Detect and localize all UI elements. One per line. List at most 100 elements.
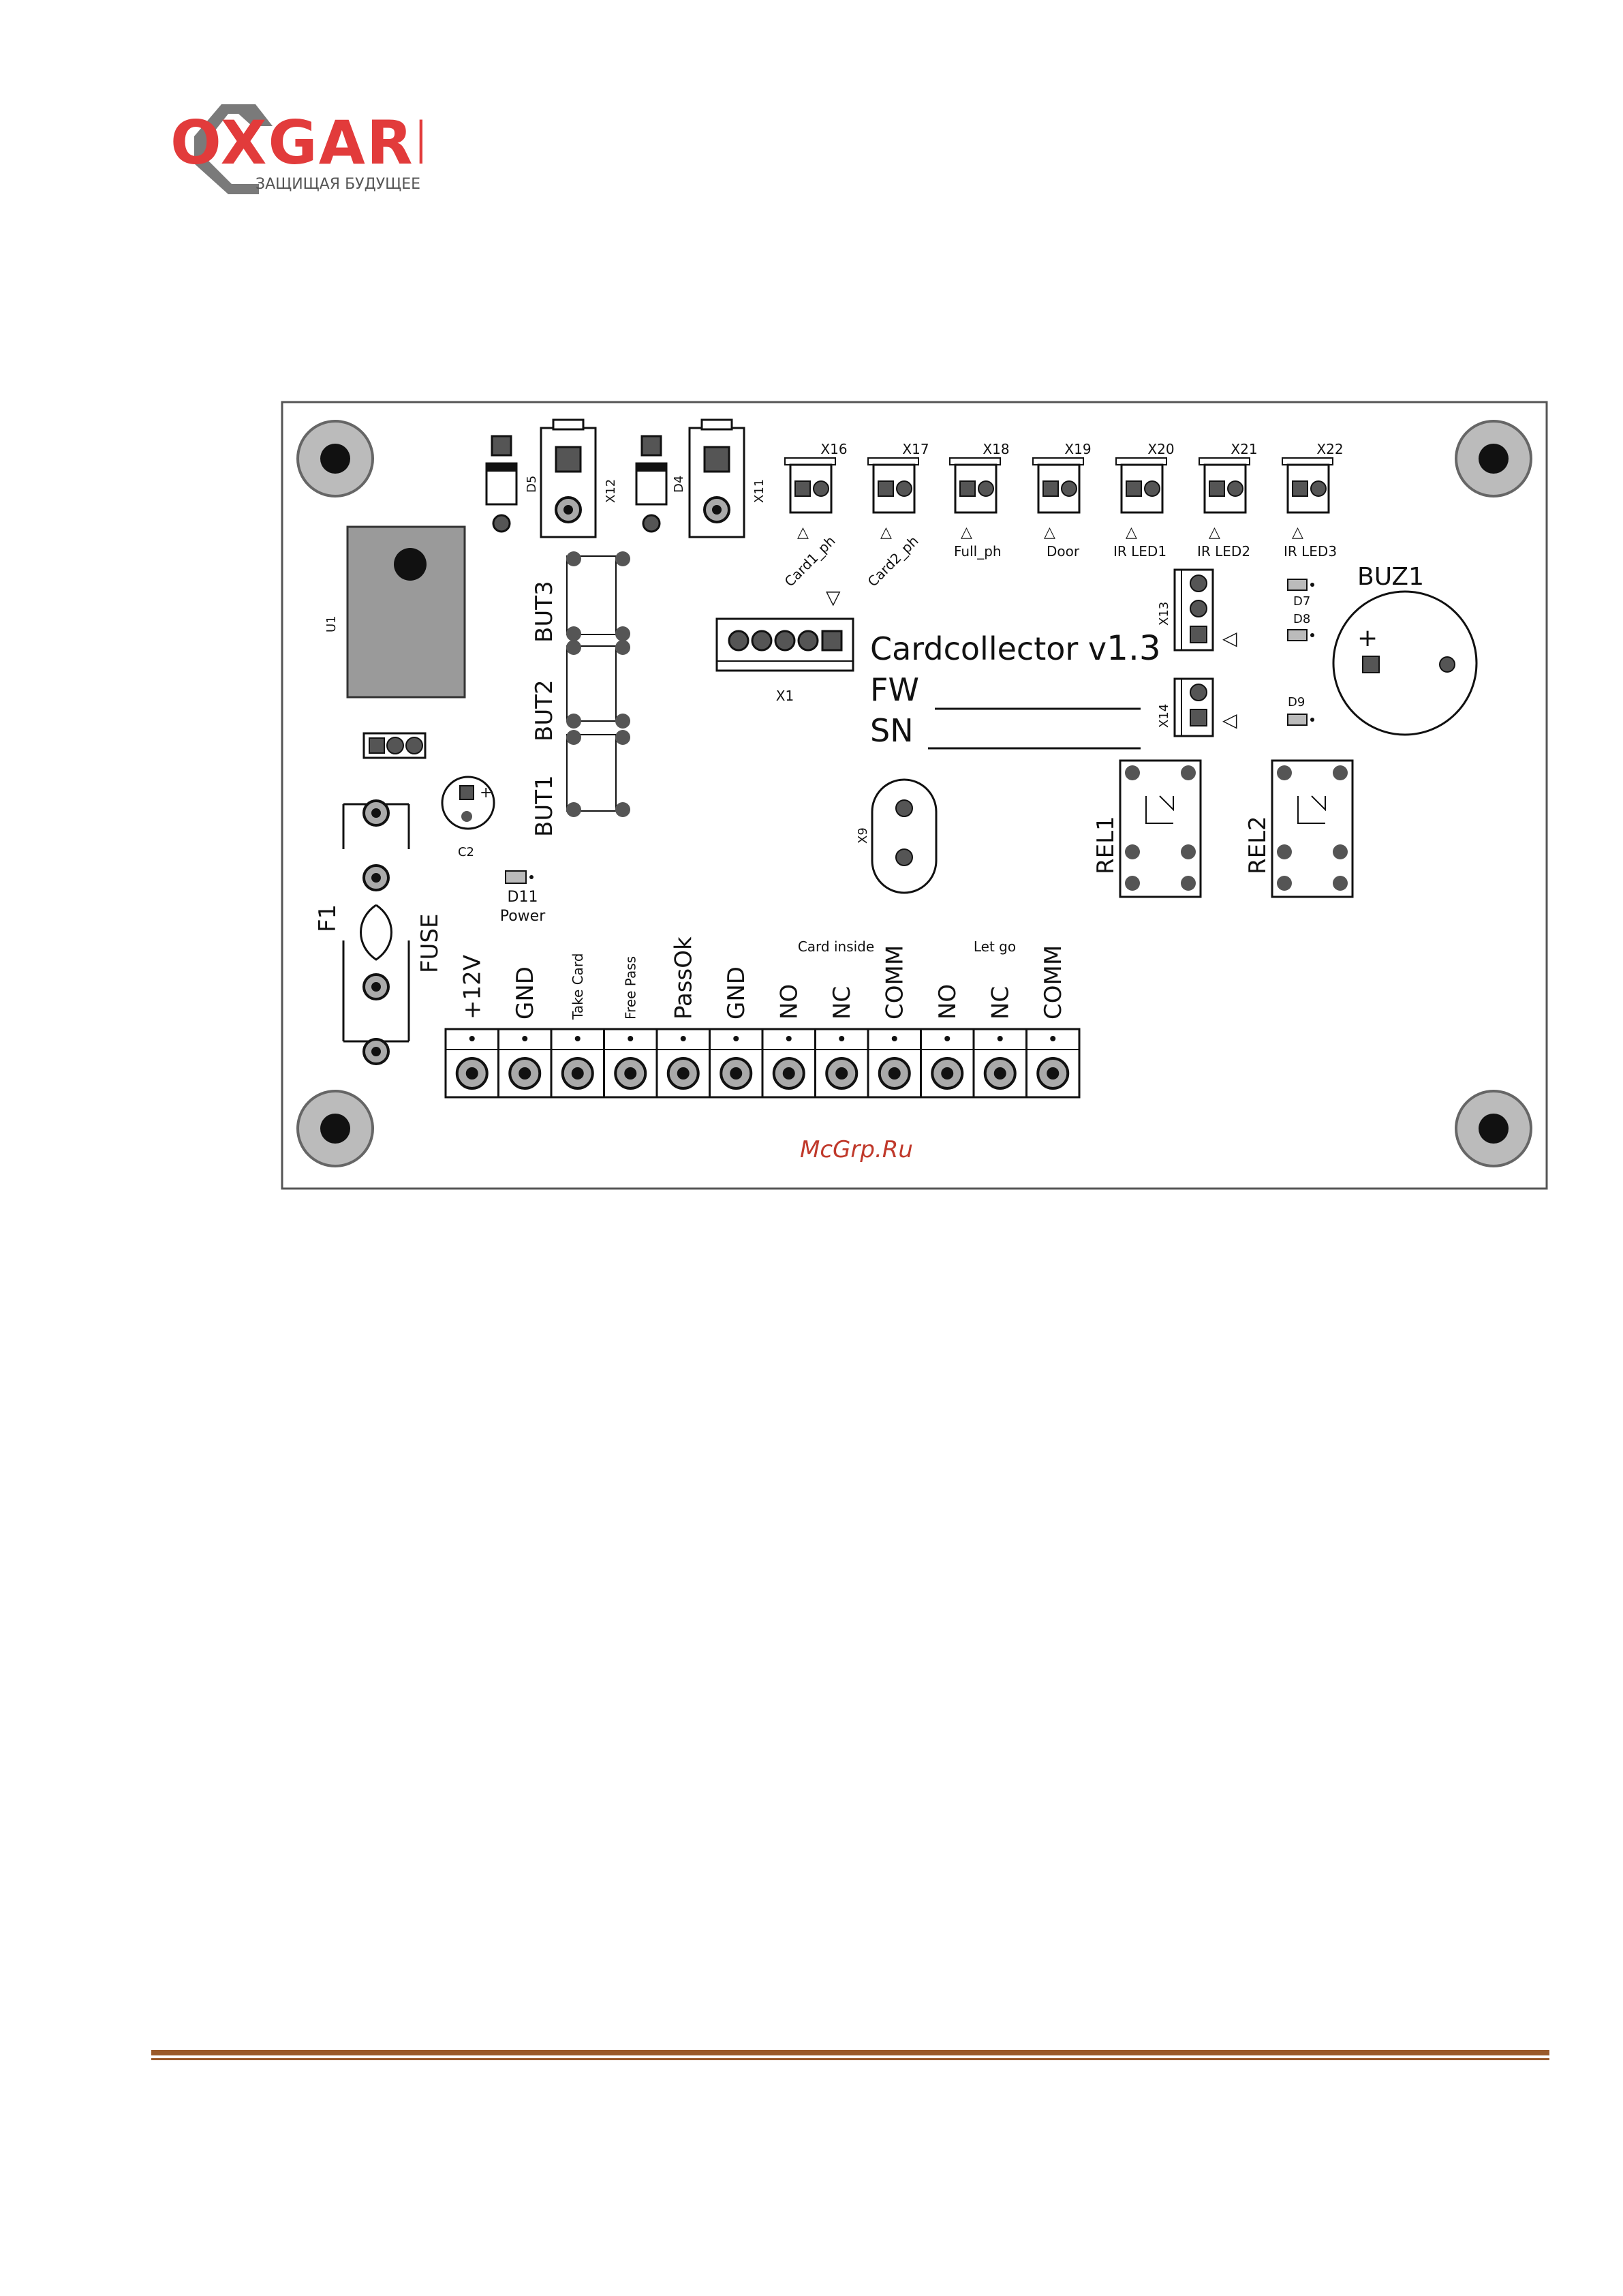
x22-id: X22 <box>1316 441 1343 457</box>
power-label: Power <box>500 908 546 925</box>
logo-hexagon-shape <box>194 104 273 194</box>
watermark-text: McGrp.Ru <box>800 1136 913 1163</box>
rel2-label: REL2 <box>1244 816 1271 874</box>
mounting-hole-top-left <box>296 420 374 498</box>
u1-label: U1 <box>324 615 339 632</box>
x14-label: X14 <box>1157 704 1171 728</box>
diode-d4: D4 <box>635 435 686 533</box>
x21-id: X21 <box>1231 441 1257 457</box>
buzzer-buz1: BUZ1 + <box>1332 563 1478 736</box>
fuse-label: FUSE <box>416 913 444 973</box>
x19-label: Door <box>1047 543 1080 560</box>
terminal-block: PassOk <box>655 936 711 1099</box>
board-version: 1.3 <box>1107 628 1161 668</box>
d11-label: D11 <box>508 889 538 906</box>
terminal-label: NC <box>987 986 1015 1020</box>
f1-label: F1 <box>314 904 341 932</box>
button-but2: BUT2 <box>531 640 630 741</box>
fuse-f1: F1 FUSE <box>314 799 444 1065</box>
sn-label: SN <box>870 712 914 749</box>
x16-id: X16 <box>820 441 847 457</box>
terminal-block: GND <box>497 966 553 1099</box>
terminal-label: PassOk <box>670 936 698 1020</box>
d8-label: D8 <box>1293 612 1310 626</box>
mounting-hole-bottom-left <box>296 1090 374 1167</box>
svg-text:△: △ <box>961 524 972 541</box>
connector-x20: X20 △ IR LED1 <box>1113 441 1175 560</box>
mounting-hole-top-right <box>1455 420 1532 498</box>
footer-rule-thin <box>151 2058 1549 2060</box>
x13-label: X13 <box>1157 602 1171 626</box>
rel1-label: REL1 <box>1092 816 1119 874</box>
d7-label: D7 <box>1293 594 1310 609</box>
terminal-block: Take Card <box>550 953 605 1099</box>
footer-rule-thick <box>151 2050 1549 2055</box>
but2-label: BUT2 <box>531 679 558 741</box>
connector-x1: ▽ X1 <box>715 586 854 704</box>
terminal-block: GND <box>709 966 764 1099</box>
footer-rule <box>151 2050 1549 2060</box>
three-pin-header <box>362 732 427 759</box>
x11-label: X11 <box>752 479 767 503</box>
board-title: Cardcollector v1.3 <box>870 628 1161 668</box>
mounting-hole-bottom-right <box>1455 1090 1532 1167</box>
terminal-label: GND <box>723 966 750 1020</box>
terminal-block: +12V <box>444 955 499 1099</box>
terminal-block: NC <box>814 986 869 1099</box>
connector-x18: X18 △ Full_ph <box>949 441 1010 560</box>
svg-text:△: △ <box>1292 524 1303 541</box>
svg-text:△: △ <box>1209 524 1220 541</box>
c2-label: C2 <box>458 845 474 859</box>
led-d7: D7 <box>1287 579 1314 609</box>
fw-label: FW <box>870 671 919 708</box>
but1-label: BUT1 <box>531 775 558 837</box>
terminal-label: COMM <box>1040 945 1067 1020</box>
d5-label: D5 <box>525 476 539 493</box>
terminal-block: COMM <box>1025 945 1081 1099</box>
terminal-label: NO <box>934 984 961 1020</box>
x20-id: X20 <box>1147 441 1174 457</box>
terminal-block: NO <box>920 984 975 1099</box>
svg-text:◁: ◁ <box>1222 627 1237 649</box>
terminal-block: Free Pass <box>603 956 658 1099</box>
logo-tagline: ЗАЩИЩАЯ БУДУЩЕЕ <box>256 176 420 193</box>
crystal-x9: X9 <box>856 778 938 894</box>
terminal-strip: +12V GND Take Card Free Pass PassOk GND NO NC CO… <box>444 936 1081 1099</box>
connector-x12: X12 <box>540 418 618 538</box>
terminal-label: GND <box>512 966 539 1020</box>
x18-id: X18 <box>983 441 1009 457</box>
button-but3: BUT3 <box>531 551 630 643</box>
connector-x19: X19 △ Door <box>1032 441 1092 560</box>
svg-text:△: △ <box>1126 524 1137 541</box>
connector-x22: X22 △ IR LED3 <box>1282 441 1344 560</box>
regulator-u1: U1 <box>324 525 466 699</box>
svg-text:△: △ <box>797 524 809 541</box>
terminal-block: NC <box>972 986 1027 1099</box>
svg-text:▽: ▽ <box>826 586 841 609</box>
capacitor-c2: + C2 <box>441 776 495 859</box>
relay-rel1: REL1 <box>1092 759 1202 898</box>
terminal-label: Free Pass <box>622 956 638 1020</box>
terminal-label: +12V <box>459 955 486 1020</box>
buz1-label: BUZ1 <box>1357 563 1424 591</box>
connector-x21: X21 △ IR LED2 <box>1197 441 1258 560</box>
led-d11: D11 Power <box>500 870 546 925</box>
button-but1: BUT1 <box>531 730 630 837</box>
relay-rel2: REL2 <box>1244 759 1354 898</box>
terminal-label: Take Card <box>570 953 586 1020</box>
x1-label: X1 <box>776 688 794 704</box>
x20-label: IR LED1 <box>1113 543 1166 560</box>
terminal-block: COMM <box>867 945 922 1099</box>
x12-label: X12 <box>604 479 618 503</box>
terminal-label: NC <box>829 986 856 1020</box>
svg-text:△: △ <box>1044 524 1055 541</box>
connector-x11: X11 <box>688 418 767 538</box>
terminal-label: COMM <box>882 945 909 1020</box>
group-label-card-inside: Card inside <box>798 938 874 955</box>
d9-label: D9 <box>1288 695 1305 709</box>
x22-label: IR LED3 <box>1284 543 1337 560</box>
terminal-label: NO <box>776 984 803 1020</box>
led-d8: D8 <box>1287 612 1314 641</box>
led-d9: D9 <box>1287 695 1314 726</box>
buz1-plus: + <box>1357 624 1378 652</box>
